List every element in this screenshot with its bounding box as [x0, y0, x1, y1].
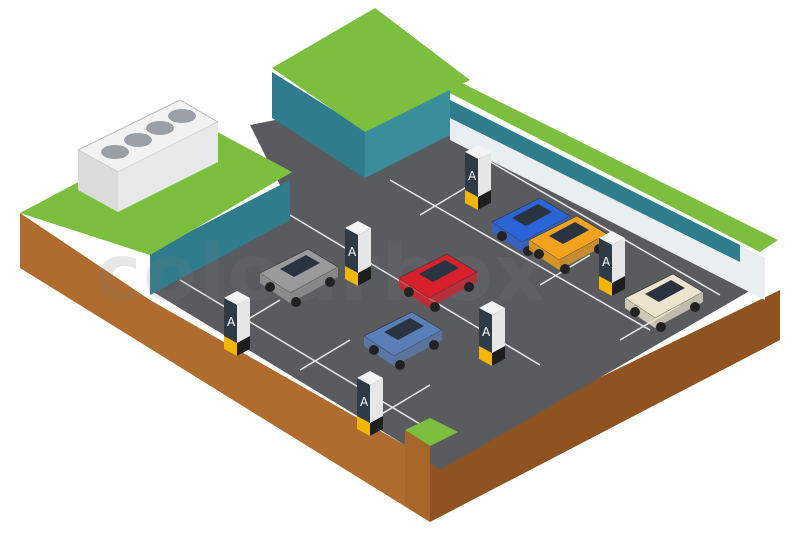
pillar: A: [345, 221, 371, 286]
cars: [259, 197, 704, 370]
pillar: A: [599, 231, 625, 296]
front-grass-block: [405, 418, 458, 446]
grass-strip-right: [440, 82, 778, 252]
pillar: A: [357, 371, 383, 436]
car-steel-blue: [363, 311, 443, 370]
car-red: [398, 253, 478, 312]
car-beige: [624, 273, 704, 332]
soil-right-face: [430, 290, 780, 522]
plateau-left-wall: [150, 180, 290, 295]
pillar-label: A: [227, 315, 236, 329]
pillar-label: A: [482, 325, 491, 339]
pillar: A: [224, 291, 250, 356]
ac-unit-side: [118, 122, 218, 212]
ac-unit-front: [78, 150, 118, 212]
plateau-upper-wall: [272, 72, 365, 178]
pillar: A: [479, 301, 505, 366]
back-wall-right-teal: [450, 100, 740, 262]
pillar: A: [465, 145, 491, 210]
soil-left-face: [20, 213, 430, 522]
pillars: A A A A A A: [224, 145, 625, 436]
pillar-label: A: [348, 245, 357, 259]
pillar-label: A: [360, 395, 369, 409]
ac-fans: [101, 109, 196, 159]
pillar-label: A: [602, 255, 611, 269]
plateau-upper-wall-right: [365, 88, 450, 178]
plateau-upper-grass: [272, 8, 470, 132]
car-gray: [259, 248, 339, 307]
pillar-label: A: [468, 169, 477, 183]
front-wall-block: [405, 430, 430, 522]
